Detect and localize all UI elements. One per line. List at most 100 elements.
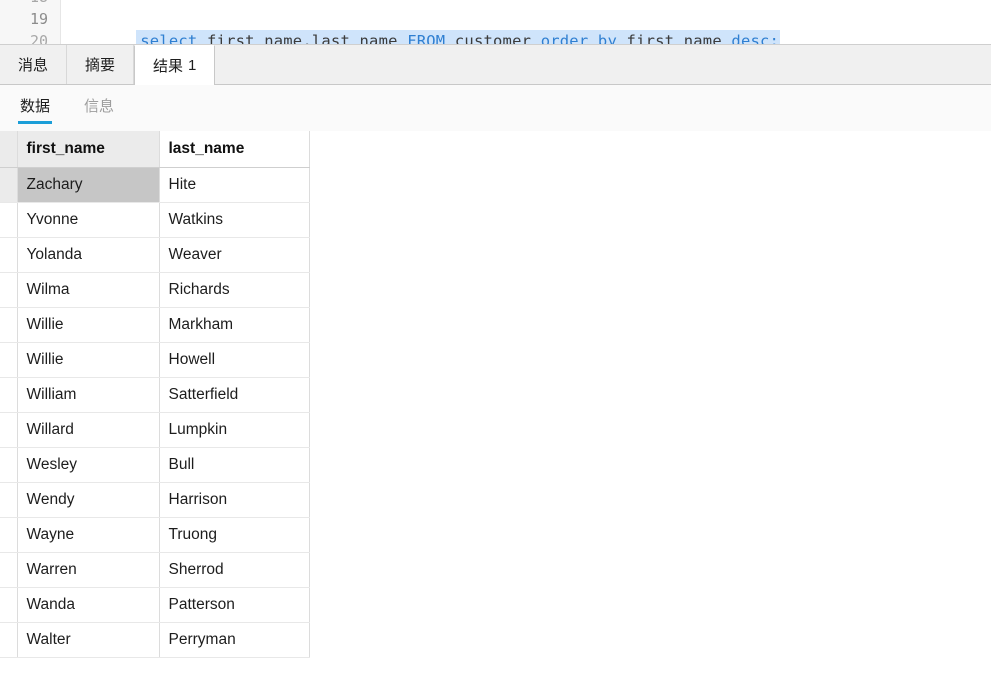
- row-gutter-cell[interactable]: [0, 622, 18, 658]
- row-gutter-cell[interactable]: [0, 447, 18, 483]
- tab-result-label: 结果: [153, 57, 184, 75]
- column-header-first-name[interactable]: first_name: [17, 131, 160, 168]
- row-gutter-cell[interactable]: [0, 412, 18, 448]
- row-gutter-cell[interactable]: [0, 272, 18, 308]
- sql-space: [617, 32, 627, 44]
- cell-first-name[interactable]: Wilma: [17, 272, 160, 308]
- sql-selected-text[interactable]: select first_name,last_name FROM custome…: [136, 30, 781, 45]
- sql-space: [531, 32, 541, 44]
- sql-editor[interactable]: 18 19 20 select first_name,last_name FRO…: [0, 0, 991, 45]
- subtab-data-label: 数据: [20, 97, 51, 115]
- cell-last-name[interactable]: Satterfield: [159, 377, 310, 413]
- row-header-corner[interactable]: [0, 131, 18, 168]
- cell-first-name[interactable]: Yolanda: [17, 237, 160, 273]
- result-grid-header: first_name last_name: [0, 131, 310, 168]
- cell-last-name[interactable]: Perryman: [159, 622, 310, 658]
- row-gutter-cell[interactable]: [0, 167, 18, 203]
- row-gutter-cell[interactable]: [0, 307, 18, 343]
- cell-first-name[interactable]: Yvonne: [17, 202, 160, 238]
- sql-space: [445, 32, 455, 44]
- row-gutter-cell[interactable]: [0, 517, 18, 553]
- row-gutter-cell[interactable]: [0, 552, 18, 588]
- cell-last-name[interactable]: Watkins: [159, 202, 310, 238]
- cell-last-name[interactable]: Weaver: [159, 237, 310, 273]
- tab-result-count: 1: [188, 56, 197, 74]
- tab-messages[interactable]: 消息: [0, 45, 68, 84]
- cell-first-name[interactable]: Wanda: [17, 587, 160, 623]
- tab-messages-label: 消息: [18, 57, 49, 74]
- row-gutter-cell[interactable]: [0, 587, 18, 623]
- row-gutter-cell[interactable]: [0, 202, 18, 238]
- cell-first-name[interactable]: Zachary: [17, 167, 160, 203]
- line-number-20: 20: [29, 32, 48, 45]
- cell-first-name[interactable]: Wendy: [17, 482, 160, 518]
- sql-space: [588, 32, 598, 44]
- sql-identifier: first_name: [626, 32, 722, 45]
- cell-first-name[interactable]: Walter: [17, 622, 160, 658]
- subtab-info[interactable]: 信息: [82, 91, 116, 126]
- sql-identifier: customer: [454, 32, 532, 45]
- cell-last-name[interactable]: Truong: [159, 517, 310, 553]
- row-gutter-cell[interactable]: [0, 377, 18, 413]
- cell-last-name[interactable]: Sherrod: [159, 552, 310, 588]
- editor-code-area[interactable]: select first_name,last_name FROM custome…: [60, 0, 991, 44]
- cell-first-name[interactable]: Willie: [17, 307, 160, 343]
- cell-first-name[interactable]: William: [17, 377, 160, 413]
- line-number-18: 18: [4, 0, 48, 8]
- sql-identifier: first_name,last_name: [207, 32, 398, 45]
- subtab-data[interactable]: 数据: [18, 91, 53, 126]
- cell-last-name[interactable]: Patterson: [159, 587, 310, 623]
- sql-keyword: select: [140, 32, 198, 45]
- sql-keyword: order: [540, 32, 589, 45]
- column-header-last-name[interactable]: last_name: [159, 131, 310, 168]
- cell-last-name[interactable]: Hite: [159, 167, 310, 203]
- sql-keyword: FROM: [407, 32, 446, 45]
- cell-last-name[interactable]: Howell: [159, 342, 310, 378]
- result-tab-bar[interactable]: 消息 摘要 结果 1: [0, 45, 991, 85]
- tab-summary[interactable]: 摘要: [67, 45, 135, 84]
- cell-last-name[interactable]: Bull: [159, 447, 310, 483]
- header-row: first_name last_name: [0, 131, 310, 168]
- cell-first-name[interactable]: Willard: [17, 412, 160, 448]
- line-number-19: 19: [29, 10, 48, 28]
- cell-first-name[interactable]: Warren: [17, 552, 160, 588]
- row-gutter-cell[interactable]: [0, 482, 18, 518]
- cell-last-name[interactable]: Richards: [159, 272, 310, 308]
- cell-first-name[interactable]: Wayne: [17, 517, 160, 553]
- sql-space: [398, 32, 408, 44]
- tab-result-1[interactable]: 结果 1: [134, 45, 216, 85]
- row-gutter-cell[interactable]: [0, 237, 18, 273]
- sql-space: [722, 32, 732, 44]
- cell-first-name[interactable]: Wesley: [17, 447, 160, 483]
- row-gutter-cell[interactable]: [0, 342, 18, 378]
- cell-first-name[interactable]: Willie: [17, 342, 160, 378]
- cell-last-name[interactable]: Harrison: [159, 482, 310, 518]
- sql-statement-line[interactable]: select first_name,last_name FROM custome…: [60, 8, 781, 44]
- editor-line-number-gutter: 18 19 20: [0, 0, 61, 44]
- cell-last-name[interactable]: Markham: [159, 307, 310, 343]
- result-sub-tab-bar[interactable]: 数据 信息: [0, 85, 991, 131]
- cell-last-name[interactable]: Lumpkin: [159, 412, 310, 448]
- tab-summary-label: 摘要: [85, 57, 116, 74]
- subtab-info-label: 信息: [84, 97, 115, 115]
- sql-keyword: desc;: [731, 32, 780, 45]
- sql-space: [197, 32, 207, 44]
